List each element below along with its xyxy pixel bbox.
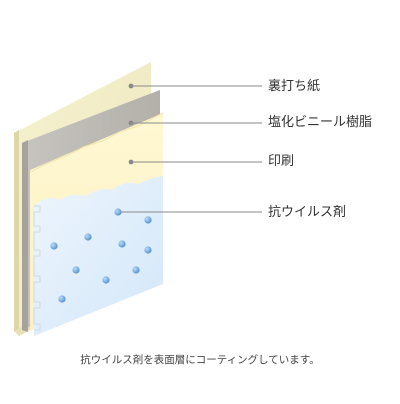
particle-icon	[118, 240, 126, 248]
particle-icon	[72, 266, 80, 274]
label-antiviral-agent: 抗ウイルス剤	[268, 205, 347, 220]
particle-icon	[50, 242, 58, 250]
particle-icon	[132, 266, 140, 274]
particle-icon	[144, 246, 152, 254]
leader-print	[128, 159, 262, 165]
particle-icon	[144, 216, 152, 224]
particle-icon	[102, 276, 110, 284]
label-print: 印刷	[268, 154, 295, 169]
leader-vinyl-chloride-resin	[128, 120, 262, 126]
particle-icon	[114, 208, 122, 216]
particle-icon	[58, 295, 66, 303]
diagram-caption: 抗ウイルス剤を表面層にコーティングしています。	[80, 354, 320, 366]
layer-antiviral-coating	[33, 176, 163, 336]
dot-marker-icon	[128, 83, 134, 89]
leader-backing-paper	[128, 83, 262, 89]
particle-icon	[84, 233, 92, 241]
label-backing-paper: 裏打ち紙	[268, 79, 321, 94]
label-vinyl-chloride-resin: 塩化ビニール樹脂	[268, 115, 373, 130]
dot-marker-icon	[128, 159, 134, 165]
dot-marker-icon	[128, 120, 134, 126]
